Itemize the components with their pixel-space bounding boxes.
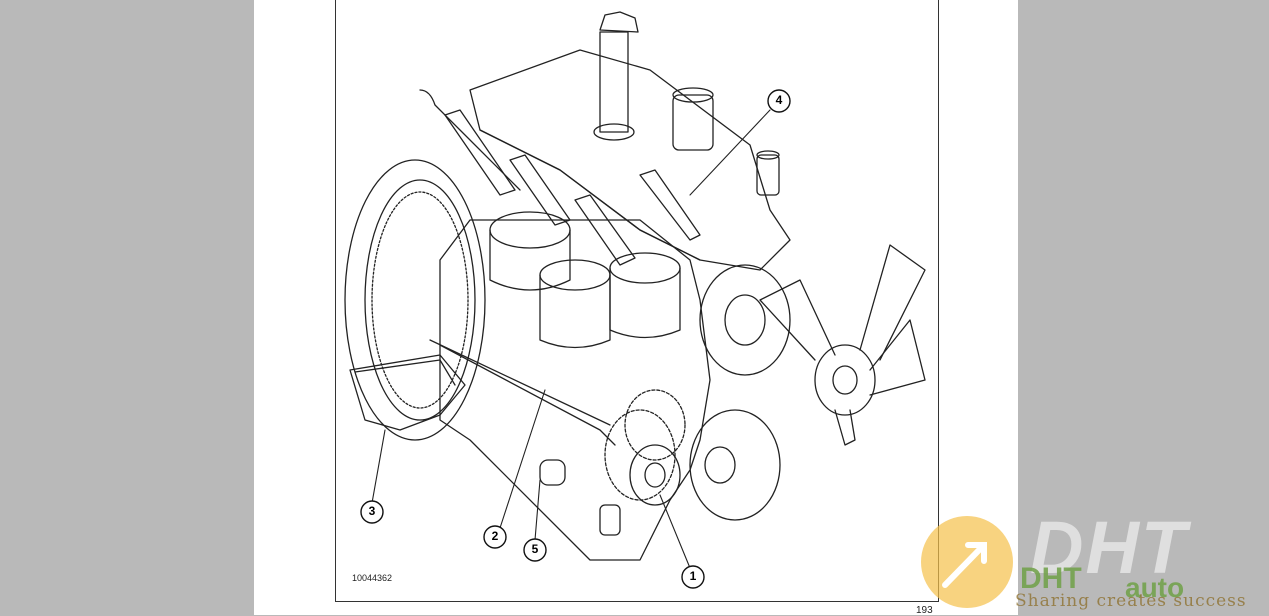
injectors-drawing <box>444 109 701 266</box>
page-number: 193 <box>916 605 933 616</box>
watermark-slogan: Sharing creates success <box>1015 591 1247 611</box>
pulley-fan-drawing <box>629 244 926 521</box>
figure-frame <box>335 0 939 602</box>
callout-5: 5 <box>531 542 539 556</box>
callout-1: 1 <box>689 569 697 583</box>
flywheel-drawing <box>344 159 486 441</box>
timing-gears-drawing <box>604 389 686 501</box>
figure-id-label: 10044362 <box>352 573 393 583</box>
watermark-brand-a: DHT <box>1020 562 1082 595</box>
callout-4: 4 <box>775 93 783 107</box>
filler-neck-drawing <box>593 11 639 141</box>
thermostat-housing-drawing <box>672 87 780 196</box>
callout-3: 3 <box>368 504 376 518</box>
watermark-text: DHT <box>1030 506 1189 589</box>
watermark-brand-b: auto <box>1125 572 1185 603</box>
pistons-drawing <box>489 211 681 349</box>
callout-circles <box>360 89 791 589</box>
watermark-logo-icon <box>921 516 1013 608</box>
oil-strainer-drawing <box>349 339 621 536</box>
leader-lines <box>371 109 771 569</box>
callout-2: 2 <box>491 529 499 543</box>
engine-block-drawing <box>419 49 791 561</box>
